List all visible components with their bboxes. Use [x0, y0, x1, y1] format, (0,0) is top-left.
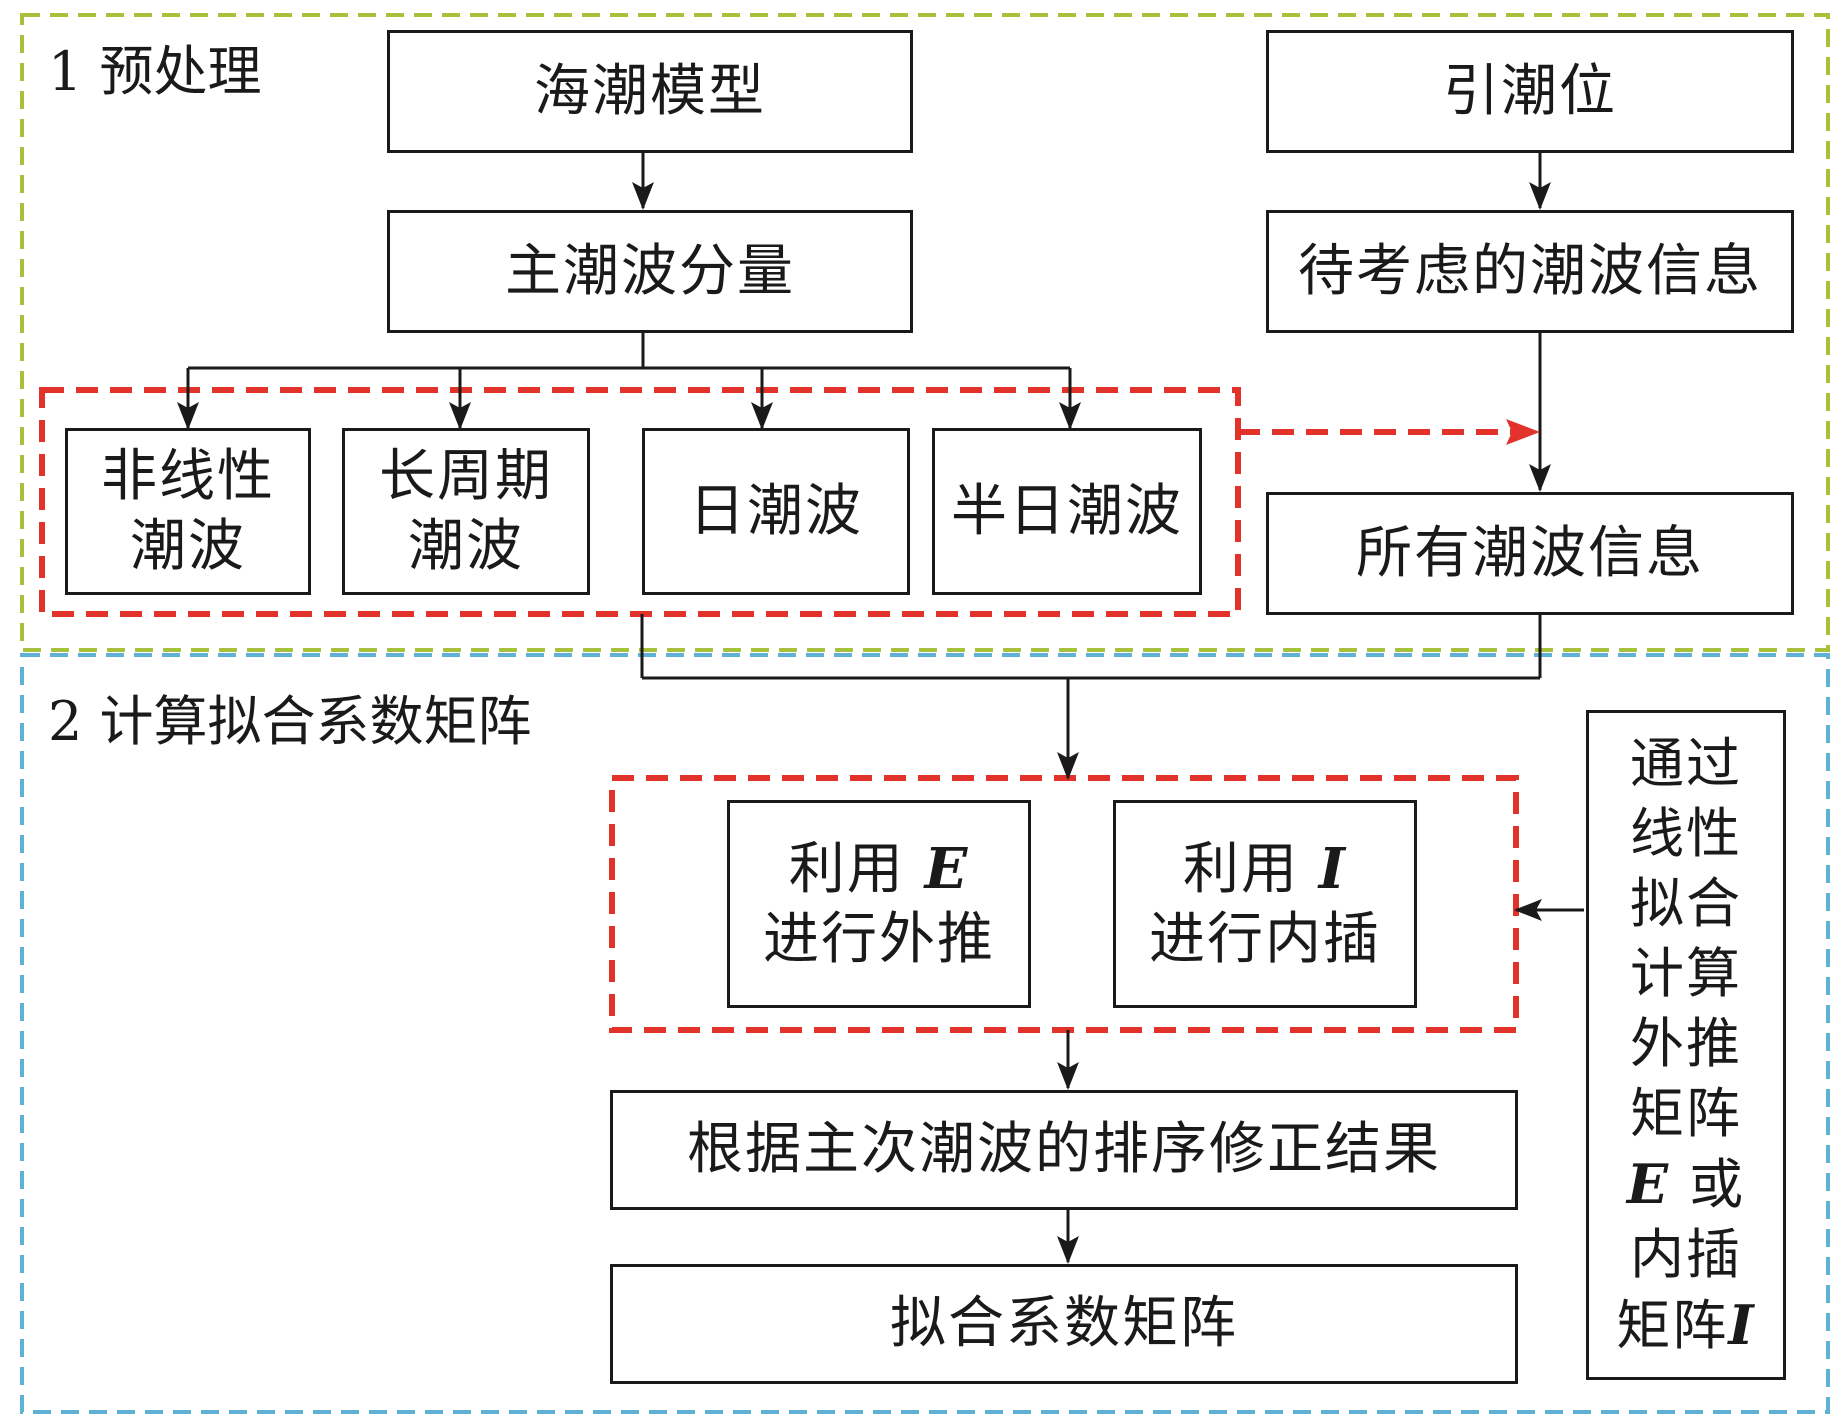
all-tide-info-box: 所有潮波信息	[1266, 492, 1794, 615]
tide-generating-potential-box: 引潮位	[1266, 30, 1794, 153]
ocean-tide-model-box: 海潮模型	[387, 30, 913, 153]
side-note-matrix: 矩阵	[1616, 1294, 1729, 1357]
preprocess-section-label: 1 预处理	[48, 40, 262, 103]
long-period-tide-label-line2: 潮波	[408, 513, 524, 579]
side-note-i-symbol: I	[1728, 1293, 1756, 1357]
tide-info-to-consider-label: 待考虑的潮波信息	[1298, 238, 1762, 304]
side-note-line6: 矩阵	[1630, 1082, 1742, 1145]
long-period-tide-label-line1: 长周期	[379, 443, 553, 509]
extrapolate-with-e-line1: 利用 E	[789, 834, 970, 905]
tide-info-to-consider-box: 待考虑的潮波信息	[1266, 210, 1794, 333]
side-note-or: 或	[1670, 1153, 1746, 1216]
ocean-tide-model-label: 海潮模型	[534, 58, 766, 124]
side-note-line3: 拟合	[1630, 872, 1742, 935]
interpolate-with-i-line2: 进行内插	[1149, 906, 1381, 972]
extrapolate-with-e-box: 利用 E 进行外推	[727, 800, 1031, 1008]
linear-fit-note-box: 通过 线性 拟合 计算 外推 矩阵 E 或 内插 矩阵I	[1586, 710, 1786, 1380]
main-tidal-components-label: 主潮波分量	[505, 238, 795, 304]
nonlinear-tide-label-line1: 非线性	[101, 443, 275, 509]
semidiurnal-tide-label: 半日潮波	[951, 478, 1183, 544]
side-note-line7: E 或	[1627, 1149, 1745, 1220]
side-note-line5: 外推	[1630, 1012, 1742, 1075]
tide-generating-potential-label: 引潮位	[1443, 58, 1617, 124]
nonlinear-tide-box: 非线性 潮波	[65, 428, 311, 595]
compute-section-label: 2 计算拟合系数矩阵	[48, 690, 532, 753]
fit-coefficient-matrix-box: 拟合系数矩阵	[610, 1264, 1518, 1384]
nonlinear-tide-label-line2: 潮波	[130, 513, 246, 579]
interpolate-with-i-prefix: 利用	[1182, 836, 1319, 902]
main-tidal-components-box: 主潮波分量	[387, 210, 913, 333]
side-note-line9: 矩阵I	[1616, 1290, 1755, 1361]
fit-coefficient-matrix-label: 拟合系数矩阵	[890, 1291, 1238, 1356]
diurnal-tide-label: 日潮波	[689, 478, 863, 544]
interpolate-with-i-box: 利用 I 进行内插	[1113, 800, 1417, 1008]
correct-by-order-box: 根据主次潮波的排序修正结果	[610, 1090, 1518, 1210]
extrapolate-with-e-prefix: 利用	[788, 836, 925, 902]
all-tide-info-label: 所有潮波信息	[1356, 520, 1704, 586]
long-period-tide-box: 长周期 潮波	[342, 428, 590, 595]
side-note-line1: 通过	[1630, 732, 1742, 795]
matrix-e-symbol: E	[924, 835, 970, 902]
side-note-e-symbol: E	[1626, 1152, 1670, 1216]
side-note-line4: 计算	[1630, 942, 1742, 1005]
correct-by-order-label: 根据主次潮波的排序修正结果	[687, 1117, 1441, 1182]
matrix-i-symbol: I	[1318, 835, 1347, 902]
side-note-line2: 线性	[1630, 802, 1742, 865]
extrapolate-with-e-line2: 进行外推	[763, 906, 995, 972]
semidiurnal-tide-box: 半日潮波	[932, 428, 1202, 595]
interpolate-with-i-line1: 利用 I	[1183, 834, 1347, 905]
diurnal-tide-box: 日潮波	[642, 428, 910, 595]
side-note-line8: 内插	[1630, 1223, 1742, 1286]
